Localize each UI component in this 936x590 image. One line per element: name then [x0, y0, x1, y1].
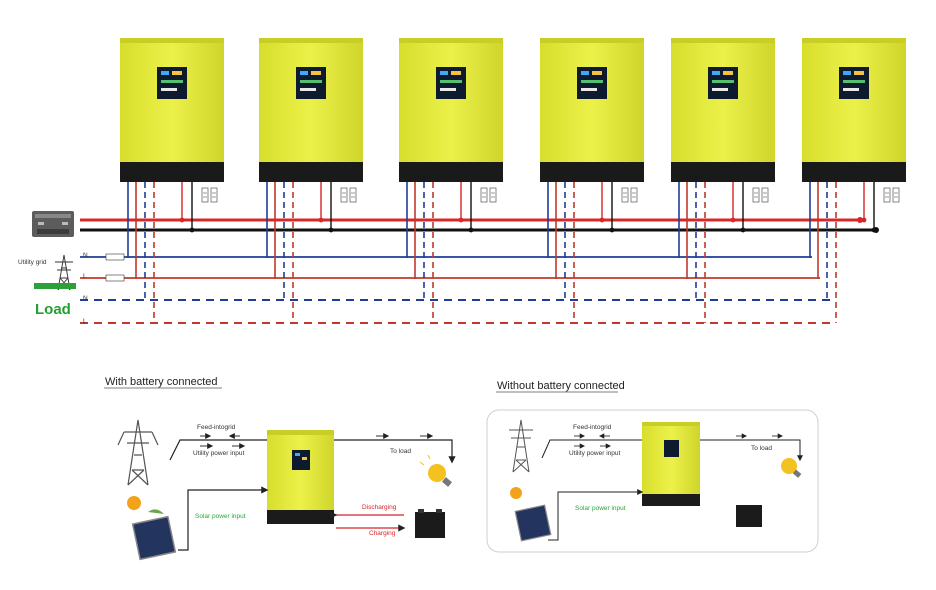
light-bulb-icon — [419, 454, 452, 487]
pv-connector-icon — [892, 187, 900, 203]
pv-connector-icon — [489, 187, 497, 203]
pv-connector-icon — [883, 187, 891, 203]
battery-icon — [415, 509, 445, 538]
line-label-l2: L — [83, 318, 87, 325]
ac-input-bus — [80, 256, 820, 279]
panel-without-battery — [486, 391, 819, 553]
inverter-unit — [671, 38, 775, 182]
line-label-n1: N — [83, 252, 88, 259]
inverter-base — [540, 162, 644, 182]
to-load-label: To load — [751, 445, 772, 452]
pv-connector-icon — [340, 187, 348, 203]
utility-pylon-icon — [117, 419, 159, 486]
inverter — [642, 422, 700, 506]
utility-pylon-icon — [55, 254, 73, 291]
charging-label: Charging — [369, 530, 396, 537]
pv-connector-icon — [621, 187, 629, 203]
pv-connector-icon — [630, 187, 638, 203]
utility-power-label: Utility power input — [193, 450, 245, 457]
inverter-unit — [120, 38, 224, 182]
panel-title-with-battery: With battery connected — [105, 376, 218, 388]
inverter-array — [120, 38, 906, 323]
inverter-wiring — [809, 182, 900, 323]
feed-label: Feed-intogrid — [197, 424, 236, 431]
panel-with-battery — [104, 387, 456, 561]
inverter-wiring — [406, 182, 497, 323]
utility-power-label: Utility power input — [569, 450, 621, 457]
load-label: Load — [35, 301, 71, 318]
solar-panel-icon — [510, 487, 552, 542]
ac-output-bus — [80, 299, 836, 324]
inverter-wiring — [547, 182, 638, 323]
inverter-wiring — [127, 182, 218, 323]
to-load-label: To load — [390, 448, 411, 455]
grass — [34, 283, 76, 289]
inverter-unit — [540, 38, 644, 182]
inverter-base — [399, 162, 503, 182]
inverter-wiring — [266, 182, 357, 323]
light-bulb-icon — [781, 458, 802, 478]
pv-connector-icon — [761, 187, 769, 203]
breakers — [105, 253, 125, 282]
inverter-unit — [259, 38, 363, 182]
feed-label: Feed-intogrid — [573, 424, 612, 431]
inverter-wiring — [678, 182, 769, 323]
pv-connector-icon — [480, 187, 488, 203]
battery-bank — [32, 211, 74, 237]
pv-connector-icon — [201, 187, 209, 203]
battery-icon — [736, 505, 762, 527]
utility-pylon-icon — [509, 419, 533, 473]
inverter-unit — [399, 38, 503, 182]
inverter-base — [671, 162, 775, 182]
panel-title-without-battery: Without battery connected — [497, 380, 625, 392]
pv-connector-icon — [210, 187, 218, 203]
inverter-base — [120, 162, 224, 182]
solar-power-label: Solar power input — [575, 505, 626, 512]
inverter-base — [259, 162, 363, 182]
solar-power-label: Solar power input — [195, 513, 246, 520]
discharging-label: Discharging — [362, 504, 397, 511]
line-label-l1: L — [83, 273, 87, 280]
inverter-base — [802, 162, 906, 182]
utility-grid-label: Utility grid — [18, 259, 47, 266]
pv-connector-icon — [349, 187, 357, 203]
solar-panel-icon — [127, 496, 177, 561]
inverter — [267, 430, 334, 524]
inverter-unit — [802, 38, 906, 182]
pv-connector-icon — [752, 187, 760, 203]
line-label-n2: N — [83, 295, 88, 302]
dc-bus — [80, 217, 879, 233]
